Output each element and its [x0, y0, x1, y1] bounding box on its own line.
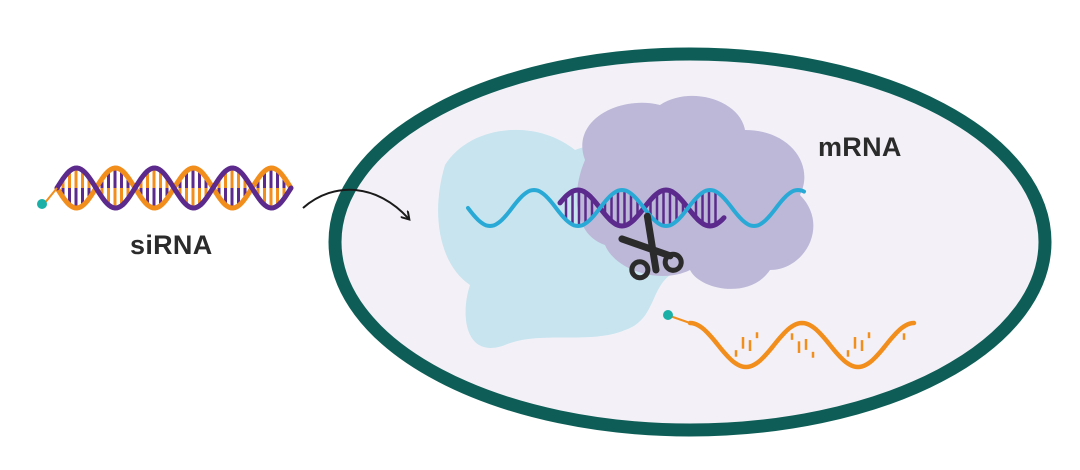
guide-strand-bound-helix [466, 187, 806, 229]
released-passenger-strand [663, 310, 917, 370]
guide-purple-strand [557, 187, 727, 229]
sirna-label: siRNA [130, 230, 213, 260]
mrna-blue-strand [466, 187, 806, 229]
released-strand-tail [669, 315, 691, 324]
scissors-icon [618, 212, 684, 281]
curved-arrow-icon [302, 188, 408, 218]
sirna-purple-strand [54, 165, 294, 211]
released-orange-strand [687, 320, 917, 370]
mrna-label: mRNA [818, 132, 902, 162]
released-5prime-end [663, 310, 673, 320]
sirna-5prime-end [37, 199, 47, 209]
sirna-double-helix [37, 165, 294, 211]
